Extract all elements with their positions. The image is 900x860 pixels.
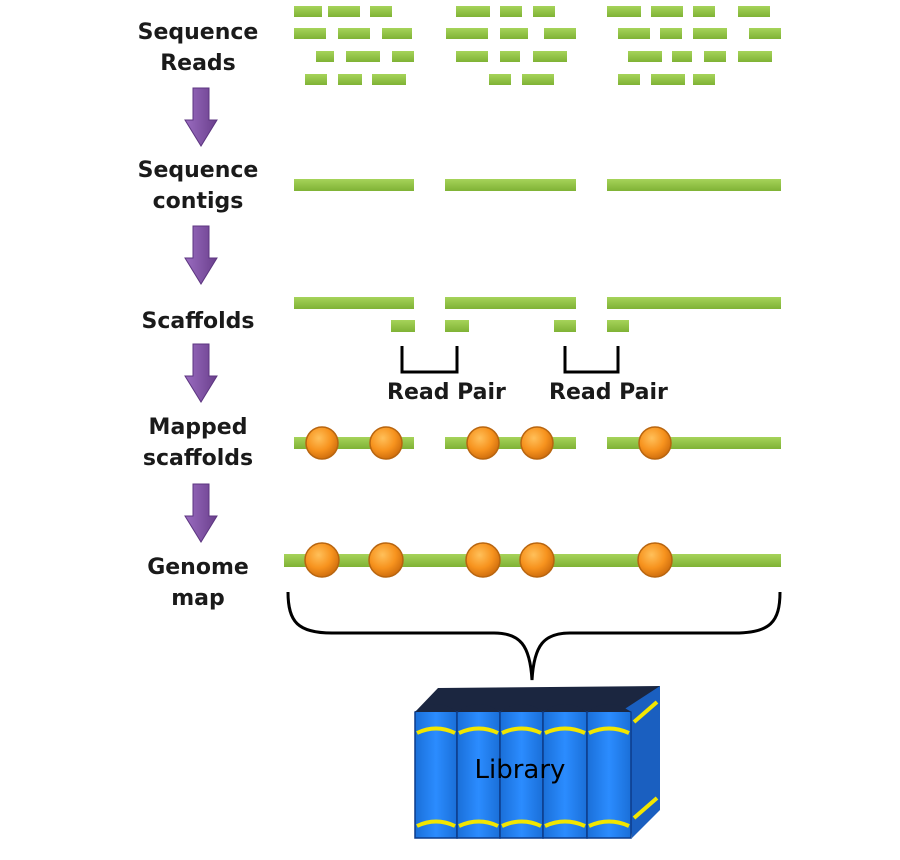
- pair-read: [607, 320, 629, 332]
- read-segment: [456, 51, 488, 62]
- read-segment: [294, 6, 322, 17]
- read-segment: [693, 6, 715, 17]
- read-segment: [522, 74, 554, 85]
- read-segment: [651, 6, 683, 17]
- mapped-contig: [445, 437, 576, 449]
- read-segment: [346, 51, 380, 62]
- read-segment: [370, 6, 392, 17]
- read-pair-brackets: [400, 346, 620, 374]
- read-pair-label: Read Pair: [549, 380, 668, 405]
- marker-dot: [304, 542, 340, 578]
- read-segment: [372, 74, 406, 85]
- pair-read: [391, 320, 415, 332]
- read-segment: [607, 6, 641, 17]
- stage-label-reads: Sequence Reads: [137, 20, 259, 76]
- library-icon: [414, 686, 660, 839]
- marker-dot: [520, 426, 554, 460]
- read-segment: [328, 6, 360, 17]
- read-segment: [618, 28, 650, 39]
- read-segment: [500, 28, 528, 39]
- scaffold-contig: [294, 297, 414, 309]
- stage-arrows: [184, 87, 218, 543]
- read-segment: [489, 74, 511, 85]
- down-arrow-icon: [184, 225, 218, 285]
- pair-read: [445, 320, 469, 332]
- read-segment: [651, 74, 685, 85]
- pair-read: [554, 320, 576, 332]
- contig: [445, 179, 576, 191]
- read-segment: [672, 51, 692, 62]
- read-pair-label: Read Pair: [387, 380, 506, 405]
- read-segment: [456, 6, 490, 17]
- read-segment: [660, 28, 682, 39]
- read-segment: [738, 6, 770, 17]
- read-segment: [446, 28, 488, 39]
- book-band: [416, 726, 630, 735]
- read-segment: [544, 28, 576, 39]
- read-segment: [500, 51, 520, 62]
- marker-dot: [369, 426, 403, 460]
- scaffolds: [294, 297, 781, 332]
- library-label: Library: [474, 755, 566, 785]
- contig: [607, 179, 781, 191]
- stage-label-mapped: Mapped scaffolds: [142, 415, 254, 471]
- read-segment: [392, 51, 414, 62]
- stage-label-contigs: Sequence contigs: [137, 158, 259, 214]
- read-segment: [618, 74, 640, 85]
- sequence-reads: [294, 6, 781, 85]
- marker-dot: [305, 426, 339, 460]
- read-segment: [305, 74, 327, 85]
- scaffold-contig: [607, 297, 781, 309]
- mapped-scaffolds: [294, 426, 781, 460]
- down-arrow-icon: [184, 483, 218, 543]
- marker-dot: [466, 426, 500, 460]
- read-segment: [533, 6, 555, 17]
- read-segment: [693, 28, 727, 39]
- marker-dot: [368, 542, 404, 578]
- scaffold-contig: [445, 297, 576, 309]
- read-segment: [338, 74, 362, 85]
- read-segment: [749, 28, 781, 39]
- down-arrow-icon: [184, 343, 218, 403]
- contig: [294, 179, 414, 191]
- stage-label-genome: Genome map: [147, 555, 249, 611]
- marker-dot: [519, 542, 555, 578]
- read-segment: [500, 6, 522, 17]
- marker-dot: [465, 542, 501, 578]
- book-band: [416, 819, 630, 828]
- curly-brace: [286, 591, 782, 681]
- down-arrow-icon: [184, 87, 218, 147]
- mapped-contig: [607, 437, 781, 449]
- marker-dot: [637, 542, 673, 578]
- read-pair-bracket: [400, 346, 459, 374]
- read-segment: [382, 28, 412, 39]
- marker-dot: [638, 426, 672, 460]
- read-segment: [294, 28, 326, 39]
- read-segment: [338, 28, 370, 39]
- read-segment: [738, 51, 772, 62]
- read-pair-bracket: [563, 346, 620, 374]
- read-segment: [533, 51, 567, 62]
- read-segment: [316, 51, 334, 62]
- read-segment: [628, 51, 662, 62]
- sequence-contigs: [294, 179, 781, 191]
- read-segment: [704, 51, 726, 62]
- read-segment: [693, 74, 715, 85]
- stage-label-scaffolds: Scaffolds: [141, 309, 255, 334]
- genome-map: [284, 542, 781, 578]
